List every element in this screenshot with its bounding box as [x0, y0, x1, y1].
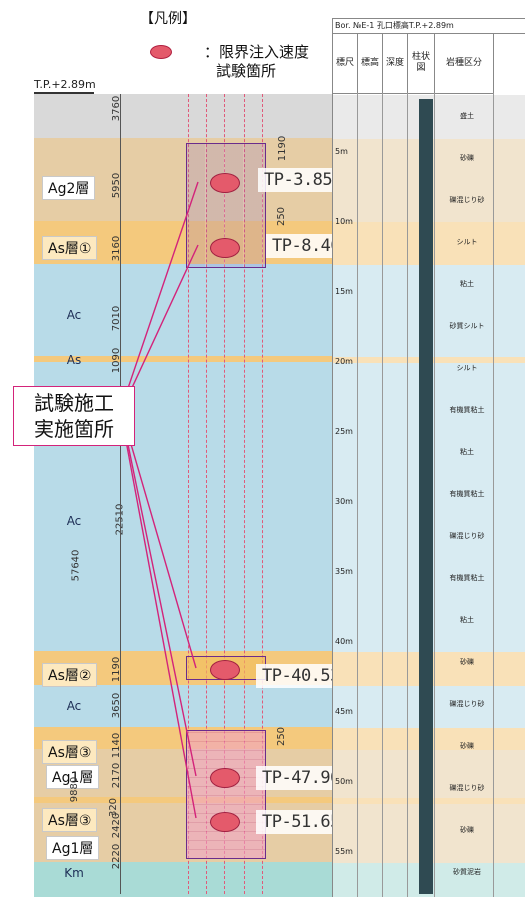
- log-col-divider: [434, 93, 435, 897]
- grout-block-lower: [186, 730, 266, 859]
- boring-column-graphic: [419, 99, 433, 894]
- layer-label-ac-3: Ac: [66, 699, 82, 713]
- log-col-divider: [407, 93, 408, 897]
- col-header-elevation: 標高: [358, 33, 383, 94]
- layer-label-as1: As層①: [42, 236, 98, 260]
- depth-tick: 15m: [335, 287, 353, 296]
- col-header-column: 柱状図: [408, 33, 435, 94]
- col-header-depth: 深度: [383, 33, 408, 94]
- test-point-marker: [210, 660, 240, 680]
- guide-line: [188, 94, 189, 894]
- depth-tick: 50m: [335, 777, 353, 786]
- legend-line-1: ：限界注入速度: [204, 43, 310, 61]
- layer-label-as: As: [66, 353, 82, 367]
- arrow-line: [123, 424, 197, 777]
- soil-name: 砂質泥岩: [453, 868, 481, 876]
- soil-name: 砂礫: [460, 742, 474, 750]
- soil-name: 有機質粘土: [449, 406, 485, 414]
- callout-box: 試験施工 実施箇所: [13, 386, 135, 446]
- layer-label-ag2: Ag2層: [42, 176, 96, 200]
- guide-line: [224, 94, 225, 894]
- arrow-line: [123, 429, 197, 819]
- arrow-line: [123, 419, 197, 669]
- soil-name: 礫混じり砂: [449, 784, 485, 792]
- depth-tick: 20m: [335, 357, 353, 366]
- callout-line-2: 実施箇所: [34, 417, 114, 441]
- depth-tick: 5m: [335, 147, 348, 156]
- soil-name: 礫混じり砂: [449, 196, 485, 204]
- guide-line: [262, 94, 263, 894]
- layer-label-ac-2: Ac: [66, 514, 82, 528]
- guide-line: [244, 94, 245, 894]
- soil-name: シルト: [456, 364, 478, 372]
- soil-name: 盛土: [460, 112, 474, 120]
- soil-name: 礫混じり砂: [449, 532, 485, 540]
- ground-line: [34, 92, 94, 94]
- soil-name: シルト: [456, 238, 478, 246]
- soil-name: 砂礫: [460, 658, 474, 666]
- layer-label-as3-lower: As層③: [42, 808, 98, 832]
- layer-label-ac-1: Ac: [66, 308, 82, 322]
- stratum-band: [34, 797, 525, 803]
- depth-tick: 55m: [335, 847, 353, 856]
- depth-tick: 30m: [335, 497, 353, 506]
- depth-tick: 10m: [335, 217, 353, 226]
- soil-name: 粘土: [460, 448, 474, 456]
- log-col-divider: [493, 93, 494, 897]
- soil-name: 砂礫: [460, 826, 474, 834]
- log-col-divider: [382, 93, 383, 897]
- test-point-marker: [210, 768, 240, 788]
- callout-line-1: 試験施工: [34, 391, 114, 415]
- arrow-line: [123, 244, 199, 406]
- depth-tick: 40m: [335, 637, 353, 646]
- stratum-band: [34, 356, 525, 362]
- boring-log: Bor. №E-1 孔口標高T.P.+2.89m 標尺 標高 深度 柱状図 岩種…: [332, 18, 525, 897]
- soil-name: 砂礫: [460, 154, 474, 162]
- col-header-rocktype: 岩種区分: [435, 33, 494, 94]
- legend-text: ：限界注入速度 試験箇所: [204, 43, 309, 81]
- legend-line-2: 試験箇所: [216, 62, 277, 80]
- legend-ellipse-icon: [150, 45, 172, 59]
- test-point-marker: [210, 812, 240, 832]
- guide-line: [206, 94, 207, 894]
- col-header-scale: 標尺: [333, 33, 358, 94]
- tp-elevation-label: T.P.+2.89m: [34, 78, 96, 91]
- layer-label-km: Km: [64, 866, 84, 880]
- boring-log-header: Bor. №E-1 孔口標高T.P.+2.89m: [333, 19, 525, 34]
- depth-tick: 35m: [335, 567, 353, 576]
- tp-label-5: TP-51.65m: [256, 810, 356, 834]
- depth-tick: 45m: [335, 707, 353, 716]
- soil-name: 砂質シルト: [449, 322, 485, 330]
- legend-title: 【凡例】: [140, 11, 196, 27]
- log-col-divider: [357, 93, 358, 897]
- layer-label-ag1-upper: Ag1層: [46, 765, 100, 789]
- layer-label-ag1-lower: Ag1層: [46, 836, 100, 860]
- arrow-line: [123, 181, 199, 401]
- dimension-axis: [120, 94, 121, 894]
- soil-name: 有機質粘土: [449, 490, 485, 498]
- test-point-marker: [210, 173, 240, 193]
- soil-name: 粘土: [460, 280, 474, 288]
- test-point-marker: [210, 238, 240, 258]
- soil-name: 礫混じり砂: [449, 700, 485, 708]
- layer-label-as2: As層②: [42, 663, 98, 687]
- layer-label-as3-upper: As層③: [42, 740, 98, 764]
- depth-tick: 25m: [335, 427, 353, 436]
- soil-name: 粘土: [460, 616, 474, 624]
- soil-name: 有機質粘土: [449, 574, 485, 582]
